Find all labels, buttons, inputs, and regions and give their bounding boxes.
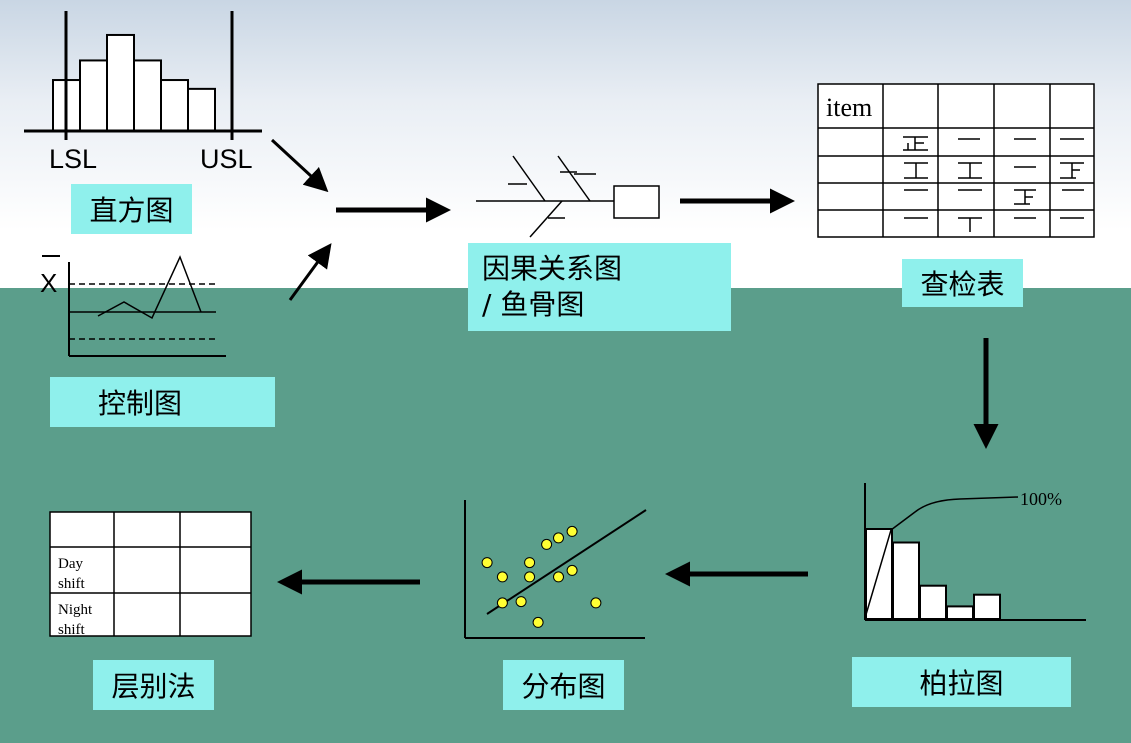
usl-text: USL — [200, 144, 253, 174]
stratification-frame — [49, 511, 252, 637]
pareto-bar — [865, 528, 893, 620]
pareto-chart: 100% — [864, 483, 1086, 621]
histogram-bar — [79, 59, 108, 132]
arrow-control-to-merge — [288, 243, 332, 301]
scatter-point — [532, 616, 544, 628]
xbar-text: X — [40, 268, 57, 298]
scatter-point — [566, 564, 578, 576]
histogram-bar — [106, 33, 135, 132]
check-sheet: item — [817, 83, 1095, 238]
pareto-label: 柏拉图 — [852, 657, 1071, 707]
fishbone-head — [613, 185, 660, 219]
scatter-point — [566, 525, 578, 537]
cause-effect-label: 因果关系图 / 鱼骨图 — [468, 243, 731, 331]
pareto-cumulative-line — [864, 496, 1019, 619]
scatter-trend-line — [486, 509, 647, 615]
control-chart-label: 控制图 — [50, 377, 275, 427]
histogram-label: 直方图 — [71, 184, 192, 234]
lsl-text: LSL — [49, 144, 97, 174]
night-shift-line1: Night — [58, 602, 93, 618]
pareto-bar — [946, 605, 974, 621]
scatter-point — [496, 571, 508, 583]
check-sheet-label: 查检表 — [902, 259, 1023, 307]
scatter-points — [481, 525, 602, 628]
scatter-point — [541, 538, 553, 550]
scatter-point — [590, 597, 602, 609]
fishbone-bone — [512, 155, 546, 202]
pareto-percent-label: 100% — [1020, 489, 1062, 509]
arrow-histogram-to-merge — [270, 138, 329, 193]
control-chart: X — [40, 255, 226, 357]
scatter-point — [496, 597, 508, 609]
scatter-plot — [464, 500, 647, 639]
day-shift-line2: shift — [58, 576, 86, 592]
histogram-bar — [133, 59, 162, 132]
tally-marks — [903, 136, 1084, 232]
cause-effect-label-line2: / 鱼骨图 — [482, 288, 585, 321]
check-sheet-header: item — [826, 93, 872, 122]
night-shift-line2: shift — [58, 622, 86, 638]
day-shift-line1: Day — [58, 556, 83, 572]
scatter-point — [524, 557, 536, 569]
scatter-point — [553, 532, 564, 544]
histogram-bar — [160, 79, 189, 132]
pareto-bar — [919, 584, 947, 621]
pareto-bar — [892, 541, 920, 620]
fishbone-diagram — [476, 155, 660, 238]
stratification-label: 层别法 — [93, 660, 214, 710]
scatter-point — [524, 571, 536, 583]
check-sheet-frame — [817, 83, 1095, 238]
histogram: LSL USL — [24, 11, 262, 174]
fishbone-bone — [529, 200, 563, 238]
histogram-bar — [187, 87, 216, 132]
scatter-point — [481, 557, 493, 569]
scatter-point — [553, 571, 564, 583]
control-data-line — [97, 255, 202, 320]
fishbone-bone — [557, 155, 591, 202]
scatter-point — [515, 596, 527, 608]
histogram-bars — [52, 33, 216, 132]
cause-effect-label-line1: 因果关系图 — [482, 252, 623, 285]
stratification-table: Day shift Night shift — [49, 511, 252, 638]
pareto-bar — [973, 593, 1001, 621]
scatter-label: 分布图 — [503, 660, 624, 710]
pareto-bars — [865, 528, 1001, 621]
